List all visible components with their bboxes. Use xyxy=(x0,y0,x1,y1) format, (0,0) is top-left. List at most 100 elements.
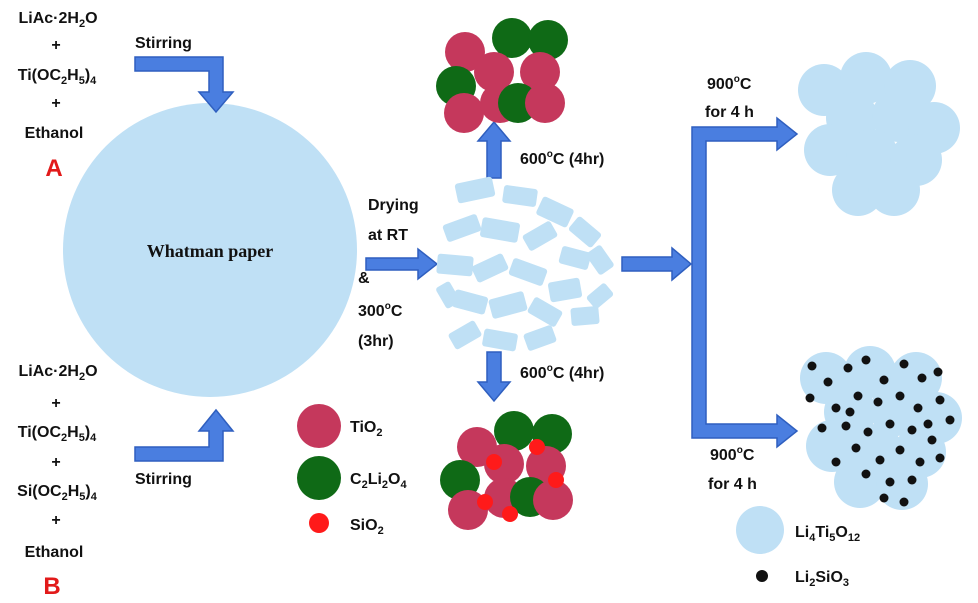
tio2-particle xyxy=(533,480,573,520)
reactant-b-plus2: + xyxy=(51,454,60,471)
reactant-b-line3: Si(OC2H5)4 xyxy=(17,483,98,503)
label-b: B xyxy=(43,573,60,600)
cluster-a xyxy=(436,18,568,133)
paper-piece xyxy=(547,277,583,303)
li2sio3-particle xyxy=(907,475,917,485)
to-branch-arrow xyxy=(621,246,693,282)
li2sio3-particle xyxy=(899,359,909,369)
li2sio3-particle xyxy=(807,361,817,371)
legend-tio2-label: TiO2 xyxy=(350,419,383,439)
lto-particle xyxy=(806,420,858,472)
reactant-b-plus3: + xyxy=(51,512,60,529)
li2sio3-particle xyxy=(873,397,883,407)
final-bottom-label-2: for 4 h xyxy=(708,476,757,493)
li2sio3-particle xyxy=(915,457,925,467)
paper-piece xyxy=(502,185,538,207)
li2sio3-particle xyxy=(895,391,905,401)
drying-label-4: 300oC xyxy=(358,301,403,320)
legend-sio2-swatch xyxy=(309,513,329,533)
paper-piece xyxy=(436,281,460,309)
c2li2o4-particle xyxy=(492,18,532,58)
lto-particle xyxy=(832,164,884,216)
paper-piece xyxy=(442,214,482,242)
drying-label-5: (3hr) xyxy=(358,333,394,350)
c2li2o4-particle xyxy=(494,411,534,451)
reactant-a-plus2: + xyxy=(51,95,60,112)
paper-piece xyxy=(568,216,602,248)
paper-piece xyxy=(558,246,592,270)
reactants-a: LiAc·2H2O + Ti(OC2H5)4 + Ethanol A xyxy=(18,10,98,182)
final-top-label-2: for 4 h xyxy=(705,104,754,121)
li2sio3-particle xyxy=(885,477,895,487)
lto-particle xyxy=(840,52,892,104)
calcination-bottom-label: 600oC (4hr) xyxy=(520,363,604,382)
li2sio3-particle xyxy=(935,453,945,463)
reactant-b-line2: Ti(OC2H5)4 xyxy=(18,424,97,444)
paper-piece xyxy=(454,176,496,204)
paper-pieces xyxy=(436,176,614,352)
cluster-b xyxy=(440,411,573,530)
final-top-label-1: 900oC xyxy=(707,74,752,93)
li2sio3-particle xyxy=(879,493,889,503)
paper-piece xyxy=(471,253,509,283)
li2sio3-particle xyxy=(831,457,841,467)
reactant-a-line1: LiAc·2H2O xyxy=(18,10,97,30)
paper-piece xyxy=(508,258,548,286)
paper-piece xyxy=(527,297,563,327)
li2sio3-particle xyxy=(841,421,851,431)
sio2-particle xyxy=(548,472,564,488)
li2sio3-particle xyxy=(851,443,861,453)
legend-lto-swatch xyxy=(736,506,784,554)
drying-label-2: at RT xyxy=(368,227,408,244)
li2sio3-particle xyxy=(805,393,815,403)
calcination-up-arrow xyxy=(476,120,512,179)
li2sio3-particle xyxy=(879,375,889,385)
lto-particle xyxy=(876,458,928,510)
reactants-b: LiAc·2H2O + Ti(OC2H5)4 + Si(OC2H5)4 + Et… xyxy=(17,363,98,600)
li2sio3-particle xyxy=(843,363,853,373)
c2li2o4-particle xyxy=(440,460,480,500)
reactant-b-line1: LiAc·2H2O xyxy=(18,363,97,383)
li2sio3-particle xyxy=(933,367,943,377)
c2li2o4-particle xyxy=(528,20,568,60)
legend-tio2-swatch xyxy=(297,404,341,448)
li2sio3-particle xyxy=(927,435,937,445)
li2sio3-particle xyxy=(935,395,945,405)
li2sio3-particle xyxy=(875,455,885,465)
calcination-top-label: 600oC (4hr) xyxy=(520,149,604,168)
li2sio3-particle xyxy=(917,373,927,383)
reactant-b-line4: Ethanol xyxy=(25,544,84,561)
stirring-bottom-label: Stirring xyxy=(135,471,192,488)
stirring-top-label: Stirring xyxy=(135,35,192,52)
paper-piece xyxy=(488,291,528,319)
lto-particle xyxy=(834,456,886,508)
tio2-particle xyxy=(474,52,514,92)
whatman-paper-circle xyxy=(63,103,357,397)
li2sio3-particle xyxy=(853,391,863,401)
branch-arrow xyxy=(691,116,799,449)
lto-particle xyxy=(804,124,856,176)
tio2-particle xyxy=(525,83,565,123)
lto-particle xyxy=(844,346,896,398)
arrows xyxy=(134,56,799,462)
drying-arrow xyxy=(365,247,439,281)
paper-piece xyxy=(436,253,474,277)
li2sio3-particle xyxy=(945,415,955,425)
sio2-particle xyxy=(502,506,518,522)
reactant-b-plus1: + xyxy=(51,395,60,412)
tio2-particle xyxy=(445,32,485,72)
stirring-top-arrow xyxy=(134,56,235,114)
paper-piece xyxy=(480,217,520,243)
li2sio3-particle xyxy=(923,419,933,429)
calcination-down-arrow xyxy=(476,351,512,403)
lto-particle xyxy=(870,384,922,436)
product-lto xyxy=(798,52,960,216)
li2sio3-particle xyxy=(913,403,923,413)
drying-label-3: & xyxy=(358,270,370,287)
li2sio3-particle xyxy=(907,425,917,435)
legend: TiO2 C2Li2O4 SiO2 Li4Ti5O12 Li2SiO3 xyxy=(297,404,860,589)
legend-lso-swatch xyxy=(756,570,768,582)
tio2-particle xyxy=(444,93,484,133)
